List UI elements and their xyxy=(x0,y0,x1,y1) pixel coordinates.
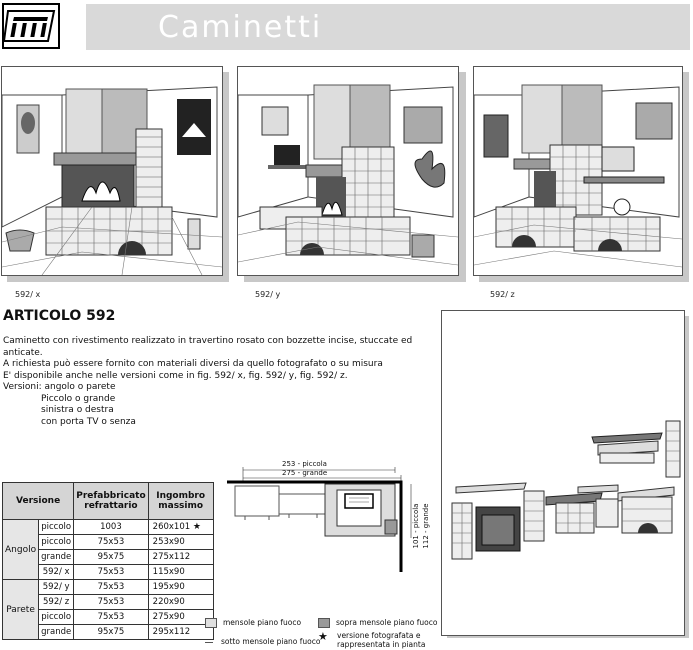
table-cell: piccolo xyxy=(38,609,75,625)
article-description: Caminetto con rivestimento realizzato in… xyxy=(3,336,435,428)
fireplace-image-z xyxy=(473,66,683,276)
table-cell: 295x112 xyxy=(147,624,214,640)
description-line: sinistra o destra xyxy=(41,405,114,415)
table-cell: 95x75 xyxy=(73,624,149,640)
star-icon: ★ xyxy=(318,630,328,643)
table-row: Parete 592/ y 75x53 195x90 xyxy=(1,579,214,640)
table-cell: grande xyxy=(38,549,75,565)
table-row: grande 95x75 295x112 xyxy=(3,624,214,640)
fireplace-image-y xyxy=(237,66,459,276)
table-cell: 75x53 xyxy=(73,579,149,595)
fireplace-image-x xyxy=(1,66,223,276)
legend-label: sopra mensole piano fuoco xyxy=(336,618,438,627)
group-label: Angolo xyxy=(1,519,40,580)
table-cell: piccolo xyxy=(38,519,75,535)
figure-caption-x: 592/ x xyxy=(15,290,41,299)
legend-label: rappresentata in pianta xyxy=(337,640,426,649)
table-cell: 75x53 xyxy=(73,534,149,550)
table-header: Prefabbricato refrattario xyxy=(73,482,149,520)
description-line: A richiesta può essere fornito con mater… xyxy=(3,359,383,369)
article-title: ARTICOLO 592 xyxy=(3,308,116,324)
legend-swatch xyxy=(205,618,217,628)
table-cell: 592/ z xyxy=(38,594,75,610)
legend-item: sotto mensole piano fuoco xyxy=(205,637,320,646)
table-header: Versione xyxy=(1,482,75,520)
group-label: Parete xyxy=(1,579,40,640)
table-cell: 592/ x xyxy=(38,564,75,580)
table-row: piccolo 75x53 253x90 xyxy=(3,534,214,550)
table-cell: 220x90 xyxy=(147,594,214,610)
cell-value: 260x101 xyxy=(152,522,191,532)
description-line: E' disponibile anche nelle versioni come… xyxy=(3,370,348,381)
table-row: Angolo piccolo 1003 260x101 ★ xyxy=(1,519,214,580)
table-cell: grande xyxy=(38,624,75,640)
table-cell: 75x53 xyxy=(73,564,149,580)
table-cell: 75x53 xyxy=(73,594,149,610)
table-cell: piccolo xyxy=(38,534,75,550)
table-header-row: Versione Prefabbricato refrattario Ingom… xyxy=(1,482,214,520)
legend-item: ★ xyxy=(318,630,336,643)
legend-swatch xyxy=(318,618,330,628)
logo-mark-icon xyxy=(2,10,56,42)
figure-caption-z: 592/ z xyxy=(490,290,515,299)
table-cell: 275x90 xyxy=(147,609,214,625)
description-line: Versioni: angolo o parete xyxy=(3,382,116,392)
dimension-label: 275 - grande xyxy=(282,469,328,477)
dimension-label: 253 - piccola xyxy=(282,460,327,468)
brand-logo xyxy=(2,3,60,49)
floor-plan xyxy=(225,458,425,578)
versions-table: Versione Prefabbricato refrattario Ingom… xyxy=(1,482,214,640)
legend-line xyxy=(205,641,213,643)
figure-caption-y: 592/ y xyxy=(255,290,281,299)
description-line: anticate. xyxy=(3,347,43,358)
page-title: Caminetti xyxy=(158,10,323,45)
description-line: con porta TV o senza xyxy=(41,416,136,427)
legend-item: sopra mensole piano fuoco xyxy=(318,618,437,628)
table-cell: 115x90 xyxy=(147,564,214,580)
table-row: grande 95x75 275x112 xyxy=(3,549,214,565)
legend-label: mensole piano fuoco xyxy=(223,618,302,627)
legend-item: mensole piano fuoco xyxy=(205,618,301,628)
dimension-label: 101 - piccola xyxy=(412,503,420,549)
table-header: Ingombro massimo xyxy=(147,482,214,520)
table-cell: 275x112 xyxy=(147,549,214,565)
table-row: 592/ z 75x53 220x90 xyxy=(3,594,214,610)
legend-label: sotto mensole piano fuoco xyxy=(221,637,321,646)
exploded-view-image xyxy=(441,310,685,636)
table-cell: 75x53 xyxy=(73,609,149,625)
table-cell: 592/ y xyxy=(38,579,75,595)
table-cell: 195x90 xyxy=(147,579,214,595)
legend-label: versione fotografata e xyxy=(337,631,421,640)
table-cell: 1003 xyxy=(73,519,149,535)
description-line: Piccolo o grande xyxy=(41,393,116,404)
table-cell: 95x75 xyxy=(73,549,149,565)
star-icon: ★ xyxy=(192,522,201,532)
title-bar xyxy=(86,4,690,50)
table-cell: 260x101 ★ xyxy=(147,519,214,535)
table-cell: 253x90 xyxy=(147,534,214,550)
description-line: Caminetto con rivestimento realizzato in… xyxy=(3,336,413,346)
dimension-label: 112 - grande xyxy=(422,503,430,549)
